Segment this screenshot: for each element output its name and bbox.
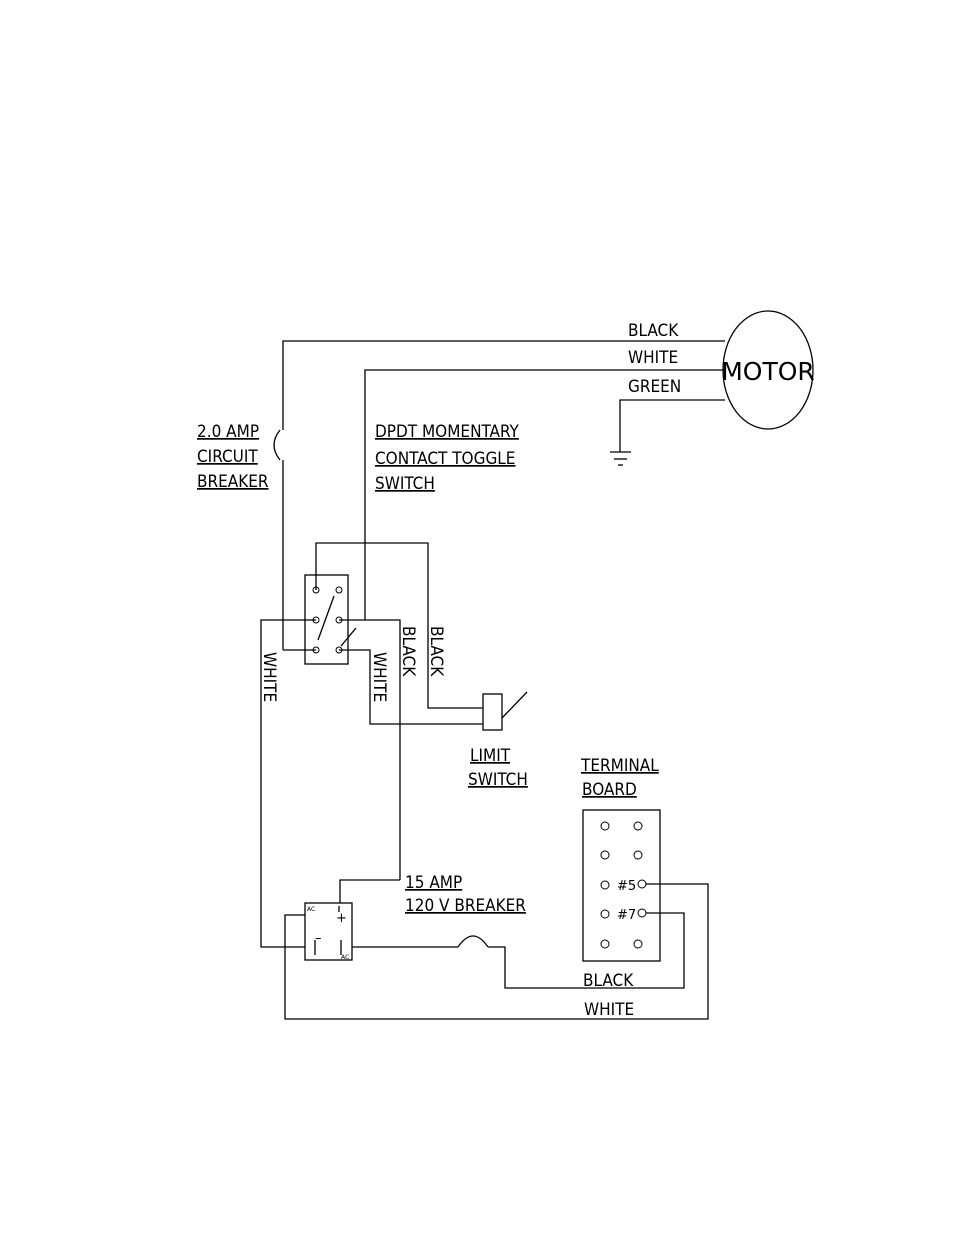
ground-icon (610, 451, 631, 466)
circuit-breaker-2a-symbol (273, 429, 281, 461)
label-white-mid: WHITE (369, 652, 389, 702)
breaker-15a-line2: 120 V BREAKER (405, 896, 526, 916)
label-black-bottom: BLACK (583, 971, 634, 991)
terminal-board-terminals (600, 821, 647, 949)
toggle-switch-line2: CONTACT TOGGLE (375, 449, 515, 469)
label-white-top: WHITE (628, 348, 678, 368)
limit-switch-arm (501, 691, 528, 719)
circuit-breaker-2a-line3: BREAKER (197, 472, 269, 492)
label-green-top: GREEN (628, 377, 681, 397)
label-white-bottom: WHITE (584, 1000, 634, 1020)
toggle-switch-line1: DPDT MOMENTARY (375, 422, 520, 442)
breaker-15a-symbol (457, 935, 489, 948)
terminal-board-line1: TERMINAL (580, 756, 659, 776)
rectifier-plus: + (336, 911, 347, 926)
green-wire-top (619, 399, 725, 452)
limit-switch-line1: LIMIT (470, 746, 511, 766)
label-white-left: WHITE (259, 652, 279, 702)
terminal-5-label: #5 (617, 879, 636, 894)
motor-label: MOTOR (721, 357, 815, 386)
terminal-7-label: #7 (617, 908, 636, 923)
switch-to-limit-black (339, 619, 401, 880)
white-wire-top (364, 369, 725, 620)
rectifier-ac-bottom: AC (341, 954, 349, 961)
rectifier-body (304, 902, 353, 961)
rectifier-ac-top: AC (307, 906, 315, 913)
rectifier-minus: – (315, 931, 322, 946)
toggle-switch-line3: SWITCH (375, 474, 435, 494)
label-black-top: BLACK (628, 321, 679, 341)
switch-jumper-black (315, 542, 483, 709)
rectifier-internals (314, 906, 342, 955)
white-wire-left (260, 619, 316, 948)
breaker-15a-line1: 15 AMP (405, 873, 462, 893)
terminal-board-line2: BOARD (582, 780, 637, 800)
limit-switch-line2: SWITCH (468, 770, 528, 790)
circuit-breaker-2a-line2: CIRCUIT (197, 447, 258, 467)
label-black-b: BLACK (426, 626, 446, 677)
label-black-a: BLACK (398, 626, 418, 677)
limit-white-return (339, 649, 483, 725)
circuit-breaker-2a-line1: 2.0 AMP (197, 422, 259, 442)
limit-switch-body (482, 693, 503, 731)
black-wire-top (282, 340, 725, 430)
white-wire-bottom (284, 883, 709, 1020)
terminal-board-body (582, 809, 661, 962)
